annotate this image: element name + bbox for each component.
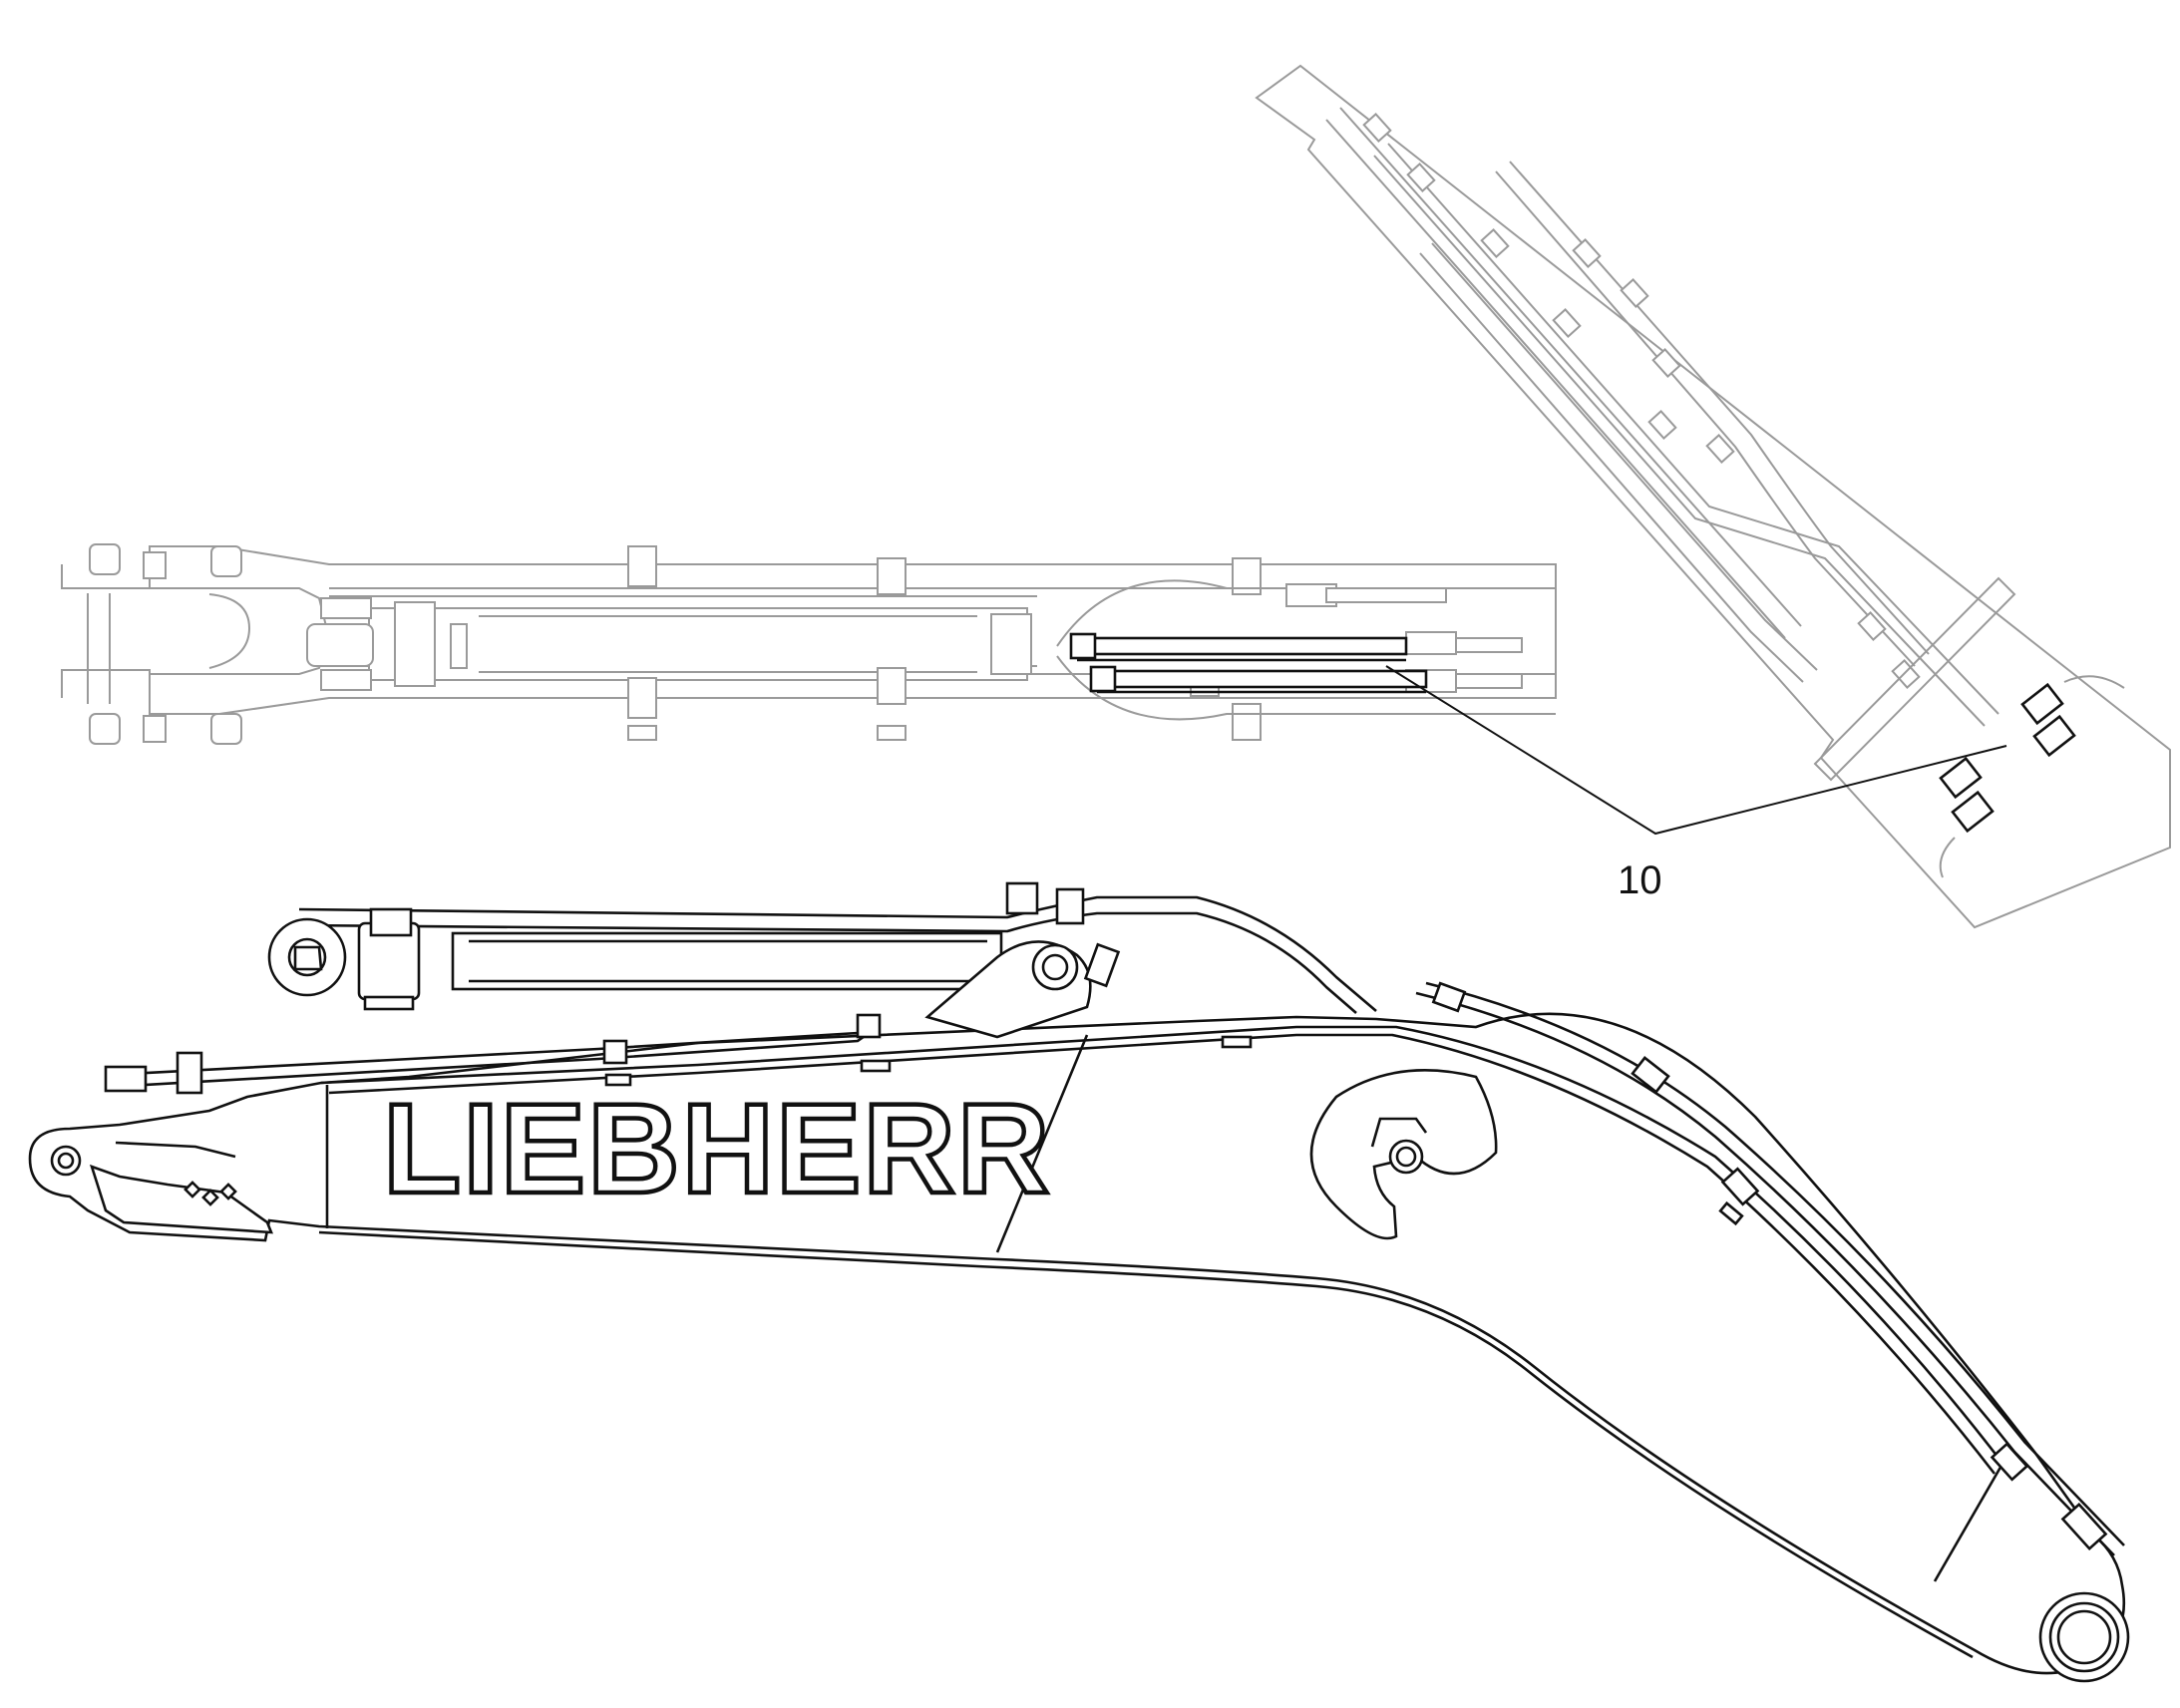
hose-line-upper [1075, 636, 1408, 656]
detail-view [1255, 64, 2171, 929]
liebherr-logo: LIEBHERR [383, 1078, 1051, 1220]
hose-line-lower [1095, 669, 1428, 689]
callout-10-label: 10 [1618, 858, 1662, 902]
callout-leader [1385, 665, 2007, 836]
boom-top-view [61, 543, 1557, 745]
boom-side-view: LIEBHERR [28, 881, 2130, 1683]
